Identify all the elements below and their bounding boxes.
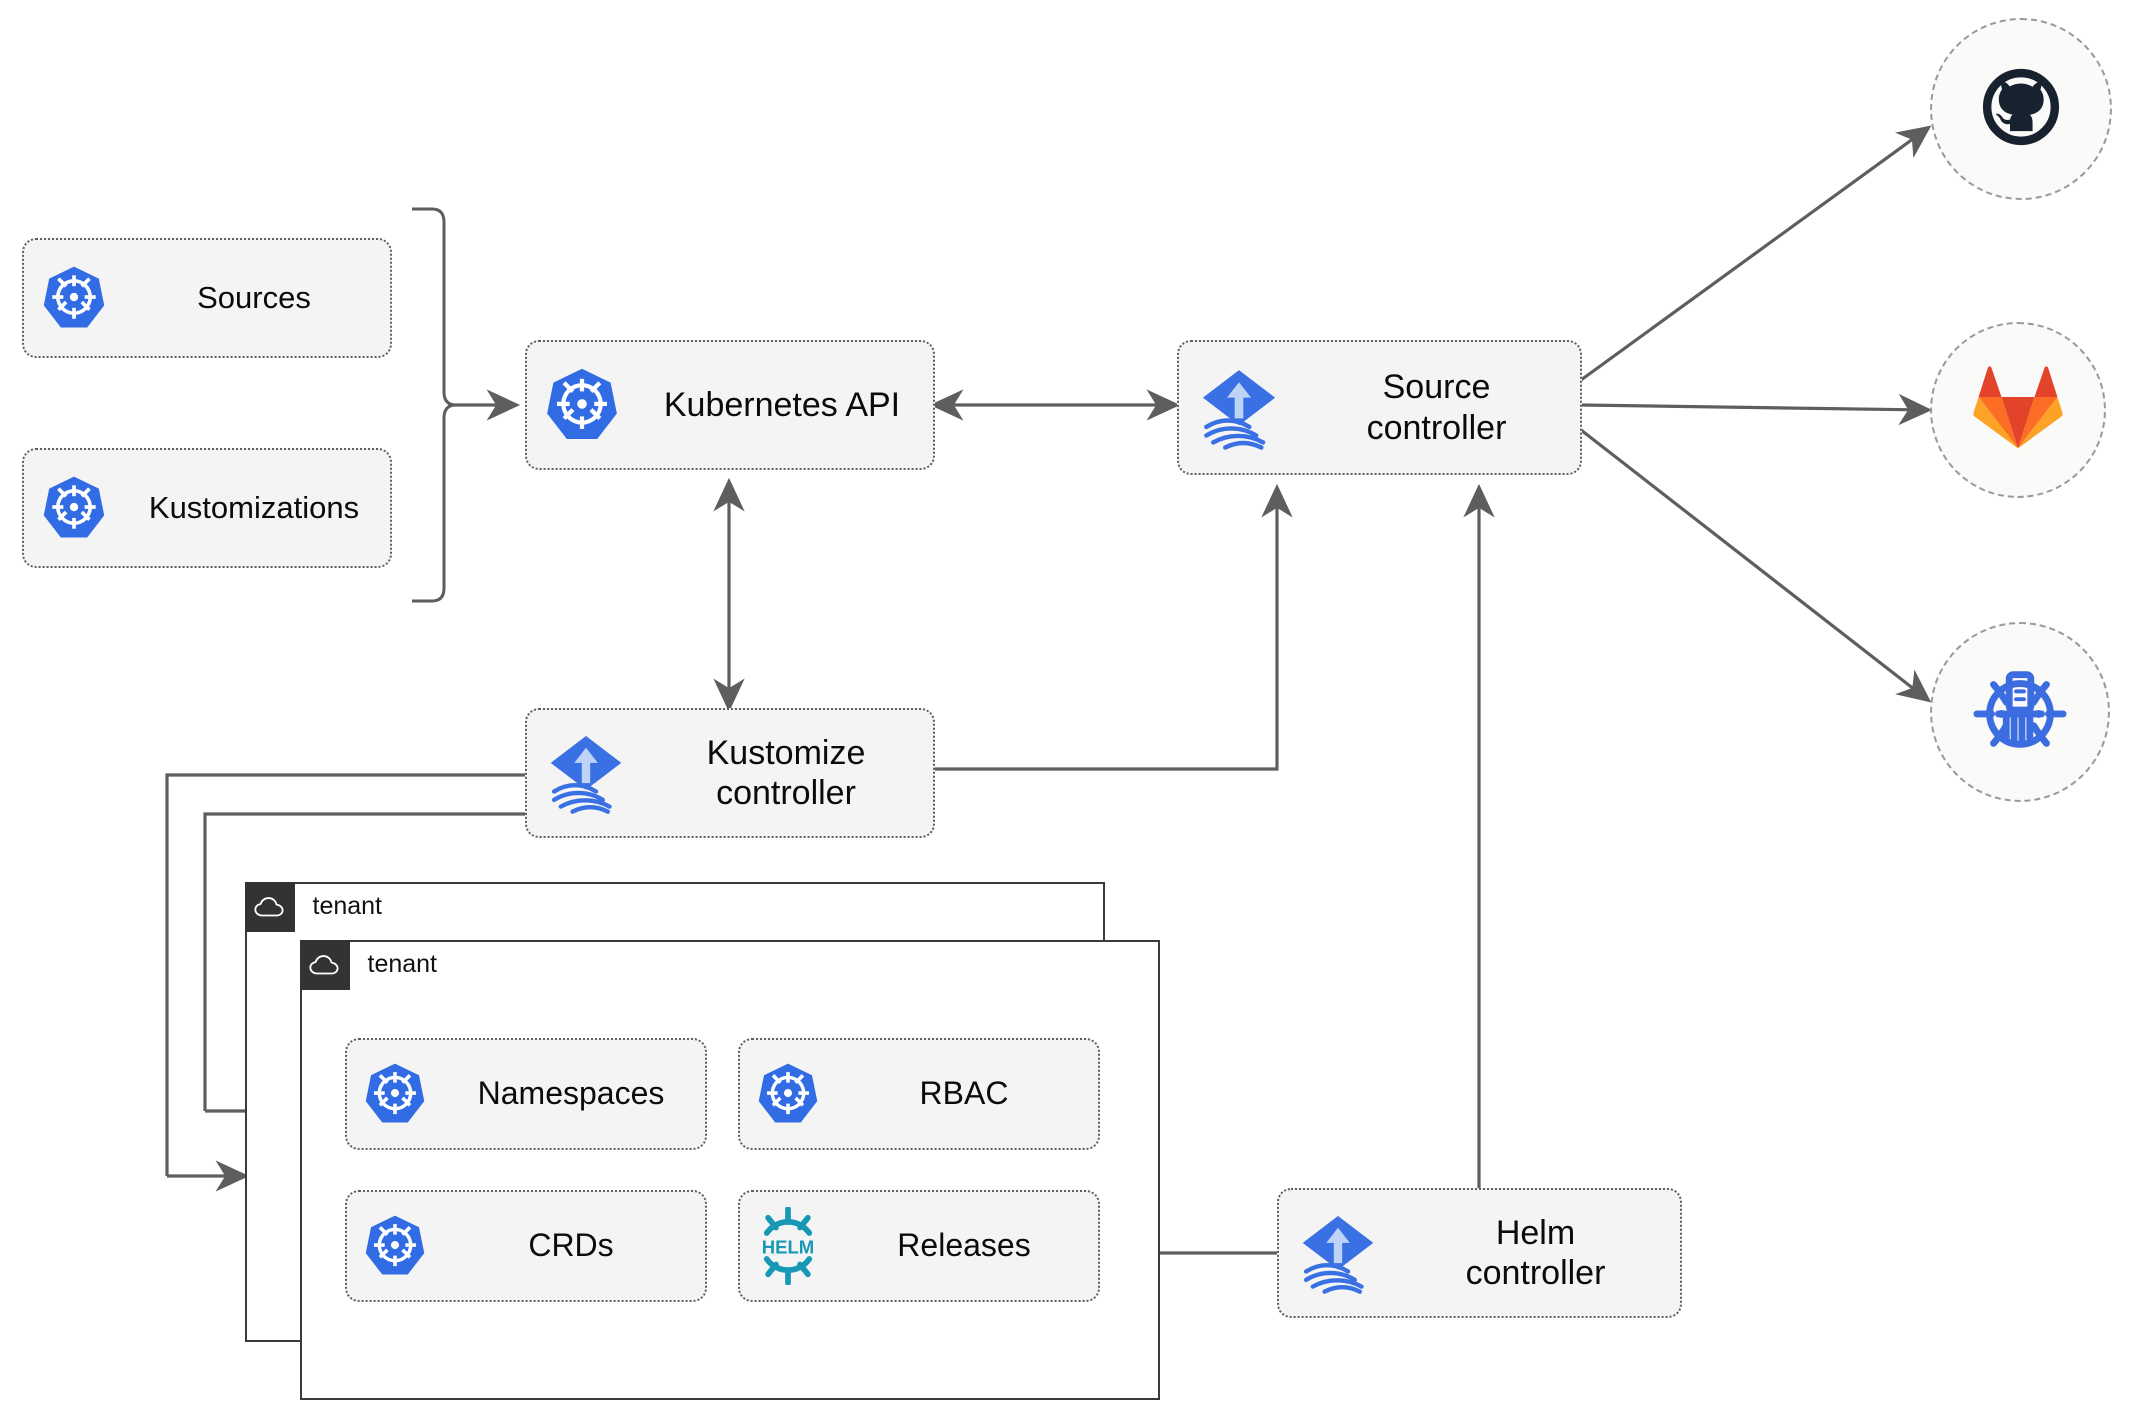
component-label-kubernetes-api: Kubernetes API [663, 385, 901, 424]
kubernetes-icon [347, 1214, 443, 1278]
helm-icon: HELM [740, 1207, 836, 1285]
tenant-resource-releases[interactable]: HELM Releases [738, 1190, 1100, 1302]
wire-sources-bracket [412, 207, 457, 603]
flux-icon [1279, 1211, 1397, 1295]
kubernetes-icon [347, 1062, 443, 1126]
component-kubernetes-api[interactable]: Kubernetes API [525, 340, 935, 470]
flux-icon [1179, 365, 1299, 451]
github-icon [1974, 60, 2068, 159]
component-source-controller[interactable]: Source controller [1177, 340, 1582, 475]
kubernetes-icon [740, 1062, 836, 1126]
tenant-resource-namespaces[interactable]: Namespaces [345, 1038, 707, 1150]
tenant-container-front[interactable]: tenant [299, 939, 1160, 1400]
tenant-label-back: tenant [312, 892, 383, 920]
tenant-label-front: tenant [367, 950, 438, 978]
wire-source-to-registry [1580, 428, 1932, 703]
wire-source-to-gitlab [1580, 393, 1933, 426]
tenant-resource-label-crds: CRDs [528, 1227, 614, 1264]
resource-label-kustomizations: Kustomizations [148, 489, 360, 525]
cloud-icon [299, 939, 350, 990]
cloud-icon [244, 881, 295, 932]
tenant-resource-crds[interactable]: CRDs [345, 1190, 707, 1302]
tenant-resource-label-releases: Releases [897, 1227, 1031, 1264]
resource-box-kustomizations[interactable]: Kustomizations [22, 448, 392, 568]
gitlab-icon [1972, 364, 2064, 457]
wire-source-to-github [1580, 125, 1932, 382]
component-kustomize-controller[interactable]: Kustomize controller [525, 708, 935, 838]
component-label-helm-controller: Helm controller [1465, 1213, 1606, 1292]
helm-registry-icon [1969, 660, 2071, 765]
svg-text:HELM: HELM [762, 1236, 814, 1257]
component-helm-controller[interactable]: Helm controller [1277, 1188, 1682, 1318]
tenant-resource-label-namespaces: Namespaces [477, 1075, 665, 1112]
resource-box-sources[interactable]: Sources [22, 238, 392, 358]
tenant-resource-label-rbac: RBAC [919, 1075, 1009, 1112]
component-label-kustomize-controller: Kustomize controller [706, 733, 866, 812]
kubernetes-icon [24, 265, 124, 331]
kubernetes-icon [24, 475, 124, 541]
kubernetes-icon [527, 367, 637, 443]
tenant-header-back: tenant [244, 881, 383, 932]
flux-icon [527, 731, 645, 815]
provider-helm-registry[interactable] [1930, 622, 2110, 802]
resource-label-sources: Sources [197, 279, 311, 315]
provider-github[interactable] [1930, 18, 2112, 200]
component-label-source-controller: Source controller [1366, 368, 1507, 447]
provider-gitlab[interactable] [1930, 322, 2106, 498]
tenant-header-front: tenant [299, 939, 438, 990]
tenant-resource-rbac[interactable]: RBAC [738, 1038, 1100, 1150]
wire-kustomize-to-source [935, 483, 1293, 771]
